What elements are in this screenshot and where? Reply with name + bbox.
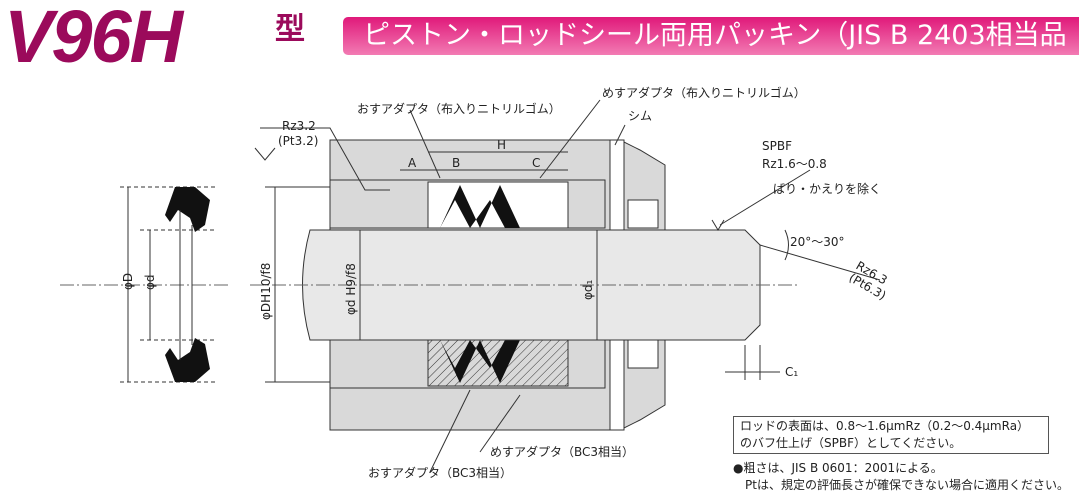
surface-finish-note: ロッドの表面は、0.8～1.6μmRz（0.2～0.4μmRa） のバフ仕上げ（…	[733, 416, 1049, 454]
model-title: V96H	[4, 0, 183, 78]
dimension-lines	[254, 99, 881, 473]
packing-stack	[427, 181, 659, 387]
label-phi-d1: φd₁	[581, 279, 595, 300]
label-phi-d: φd	[143, 274, 157, 290]
type-suffix: 型	[275, 12, 305, 47]
label-deburr: ばり・かえりを除く	[773, 181, 881, 196]
note-box-line-2: のバフ仕上げ（SPBF）としてください。	[740, 436, 962, 450]
note-2: Ptは、規定の評価長さが確保できない場合に適用ください。	[733, 478, 1069, 492]
label-female-adapter-fabric: めすアダプタ（布入りニトリルゴム）	[602, 85, 806, 100]
label-rz32: Rz3.2	[282, 119, 316, 133]
label-male-adapter-bc3: おすアダプタ（BC3相当）	[368, 465, 512, 480]
roughness-notes: ●粗さは、JIS B 0601：2001による。 Ptは、規定の評価長さが確保で…	[733, 460, 1069, 494]
label-phi-D: φD	[121, 273, 135, 290]
label-dim-b: B	[452, 156, 460, 170]
label-dim-h: H	[497, 138, 506, 152]
title-banner: ピストン・ロッドシール両用パッキン（JIS B 2403相当品	[343, 17, 1079, 55]
label-angle: 20°～30°	[790, 235, 845, 249]
label-phi-dH9: φd H9/f8	[344, 263, 358, 315]
note-box-line-1: ロッドの表面は、0.8～1.6μmRz（0.2～0.4μmRa）	[740, 419, 1030, 433]
label-female-adapter-bc3: めすアダプタ（BC3相当）	[490, 444, 634, 459]
label-c1: C₁	[785, 365, 798, 379]
label-dim-c: C	[532, 156, 540, 170]
label-rz16: Rz1.6～0.8	[762, 157, 827, 171]
seal-profile	[60, 186, 230, 383]
note-1: ●粗さは、JIS B 0601：2001による。	[733, 461, 943, 475]
rod	[250, 229, 800, 341]
label-male-adapter-fabric: おすアダプタ（布入りニトリルゴム）	[357, 101, 561, 116]
label-dim-a: A	[408, 156, 417, 170]
label-phi-DH10: φDH10/f8	[259, 263, 273, 320]
label-pt32: (Pt3.2)	[278, 134, 318, 148]
label-spbf: SPBF	[762, 139, 792, 153]
label-shim: シム	[628, 109, 652, 123]
